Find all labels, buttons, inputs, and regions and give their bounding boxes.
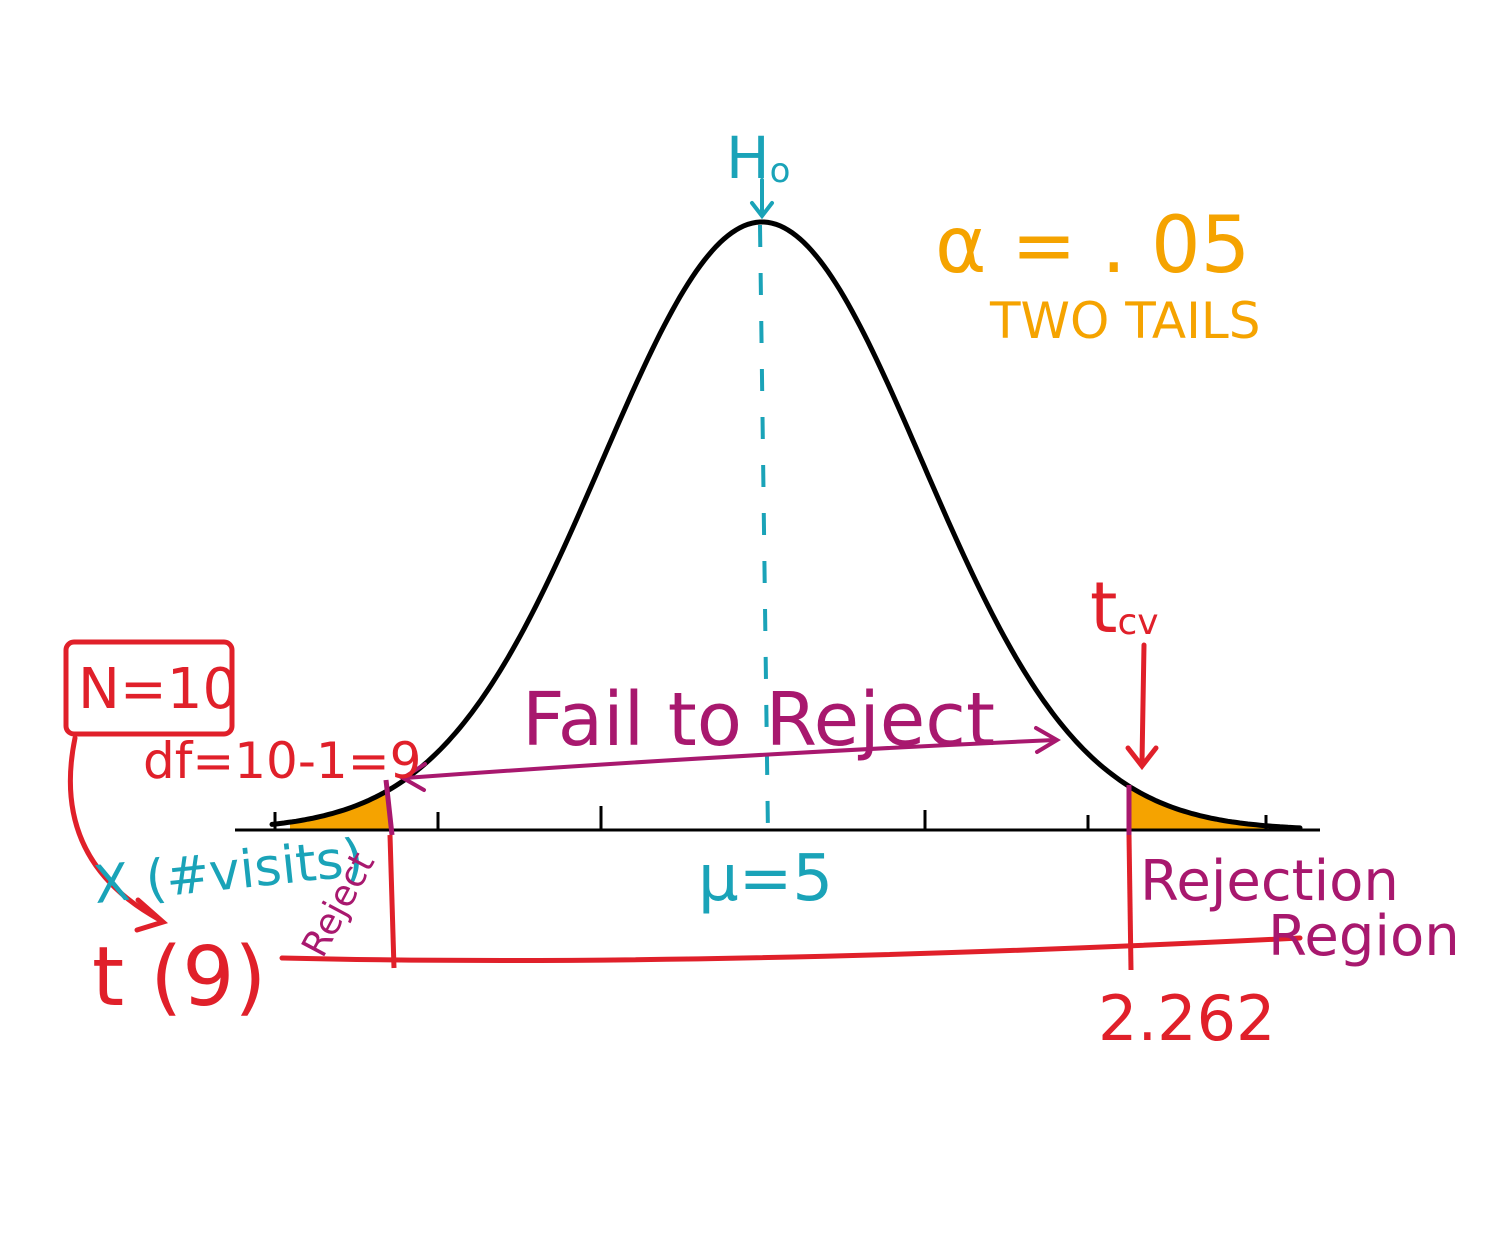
mean-label: μ=5 [698, 842, 833, 916]
t-distribution-label: t (9) [92, 930, 266, 1025]
left-region-boundary [383, 779, 395, 836]
critical-value-label: tcv [1090, 567, 1159, 649]
t-axis-line [279, 935, 1303, 963]
critical-value-arrow [1125, 642, 1159, 771]
null-hypothesis-label: Ho [726, 124, 790, 192]
sample-size-label: N=10 [78, 657, 238, 722]
left-critical-line [387, 834, 397, 969]
region-label: Region [1268, 904, 1460, 969]
rejection-label: Rejection [1140, 849, 1399, 914]
fail-to-reject-label: Fail to Reject [522, 677, 995, 763]
mean-dashed-line [758, 224, 770, 836]
critical-value-subscript: cv [1117, 602, 1158, 643]
degrees-freedom-label: df=10-1=9 [143, 732, 421, 790]
right-critical-line [1126, 834, 1134, 971]
critical-value-number: 2.262 [1098, 982, 1276, 1055]
fail-to-reject-arrow [399, 726, 1061, 792]
sample-size-box [63, 639, 235, 737]
n-to-t-arrow [67, 735, 169, 933]
two-tails-label: TWO TAILS [989, 292, 1260, 350]
axis-ticks [273, 806, 1268, 830]
critical-value-main: t [1090, 567, 1117, 649]
alpha-label: α = . 05 [935, 201, 1250, 291]
null-hypothesis-subscript: o [770, 151, 791, 191]
right-rejection-tail-fill [1131, 787, 1292, 830]
null-hypothesis-arrow [750, 178, 774, 220]
